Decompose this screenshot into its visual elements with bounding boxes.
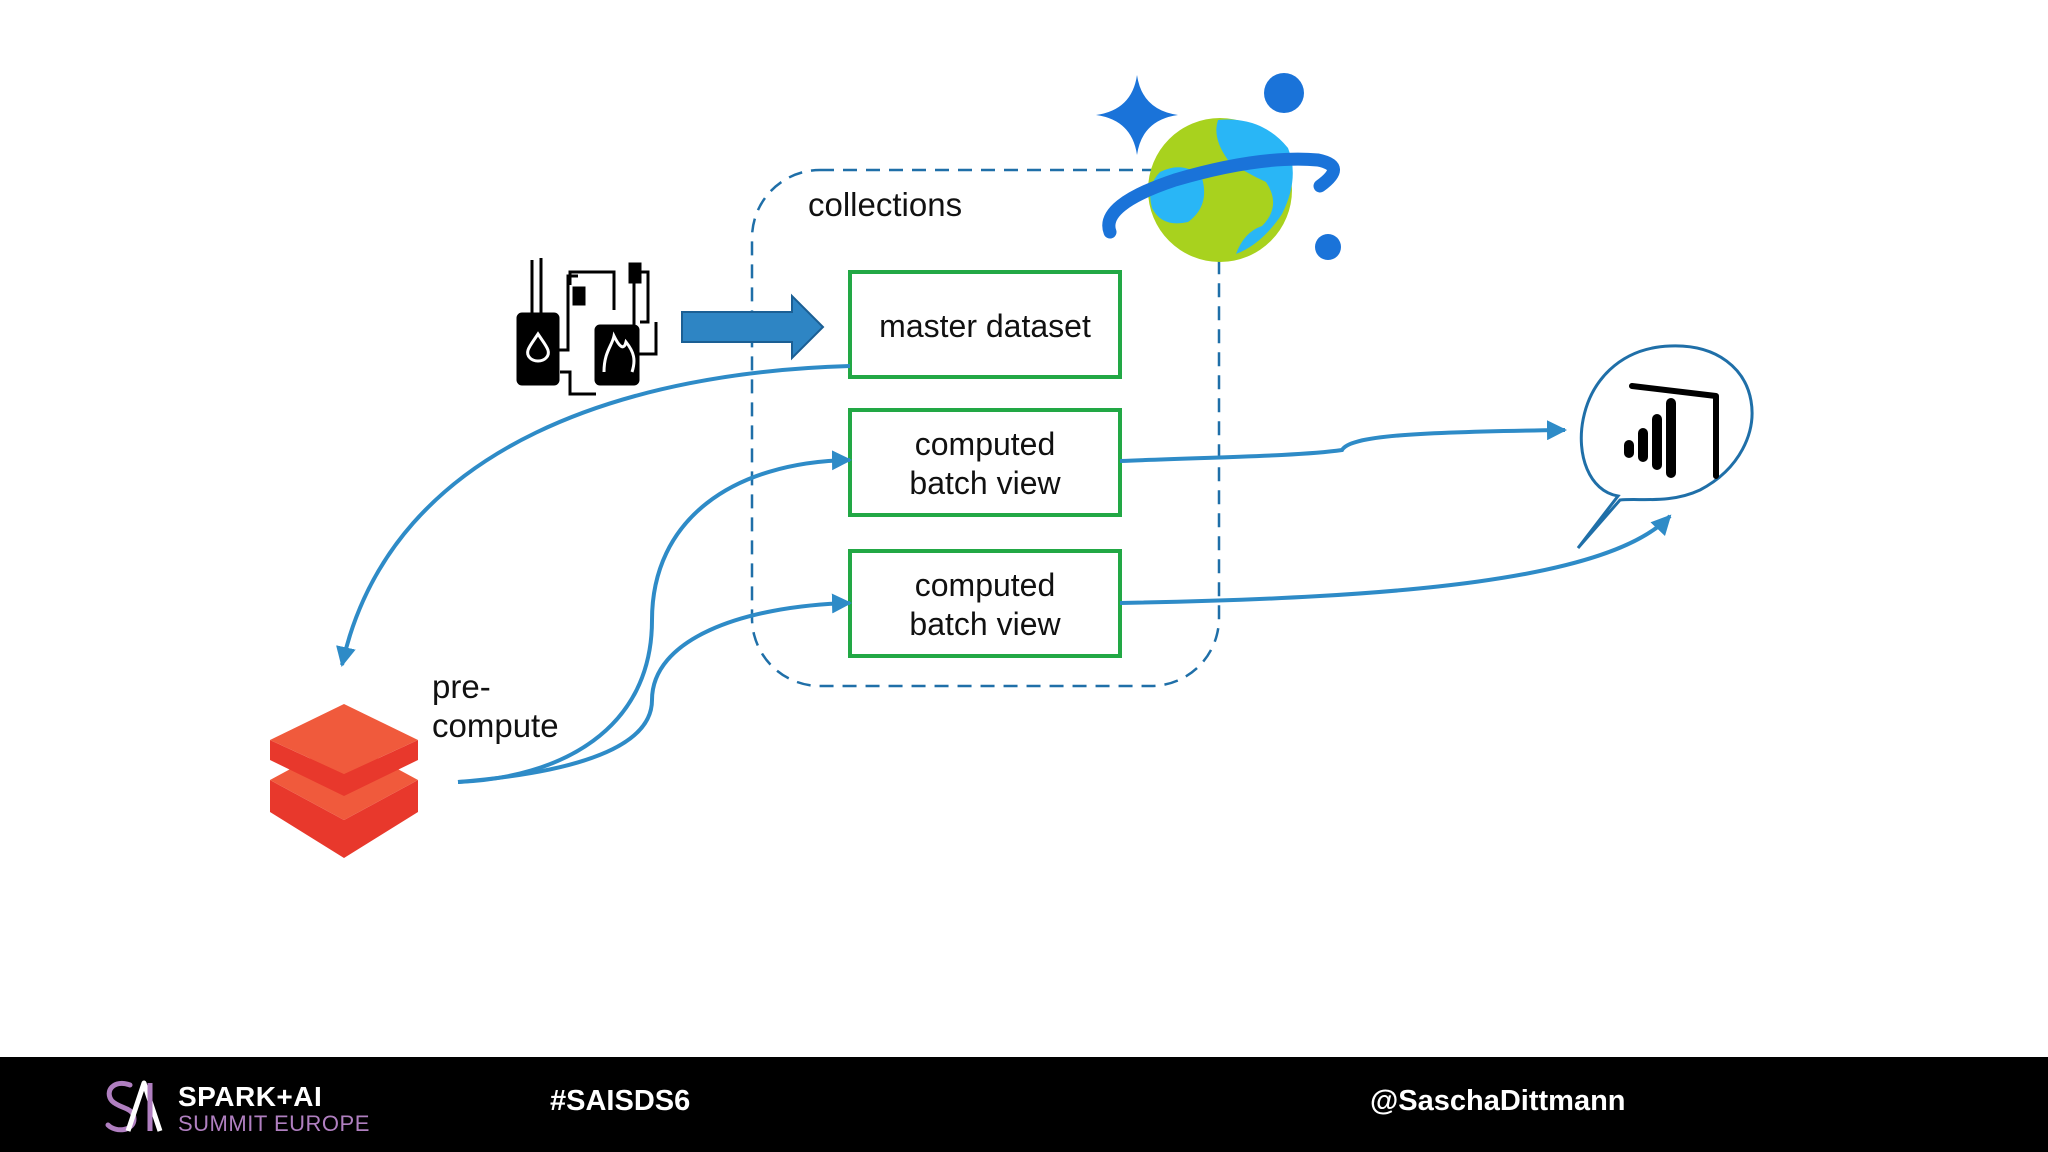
cosmos-db-icon <box>1096 73 1341 262</box>
brand-line2: SUMMIT EUROPE <box>178 1111 370 1136</box>
computed-batch-view-box-2 <box>848 549 1122 658</box>
spark-ai-logo: SPARK+AI SUMMIT EUROPE <box>100 1075 390 1137</box>
footer-bar: SPARK+AI SUMMIT EUROPE #SAISDS6 @SaschaD… <box>0 1057 2048 1152</box>
master-dataset-box <box>848 270 1122 379</box>
batch-view-2-line1: computed <box>915 567 1056 603</box>
precompute-label-line1: pre- <box>432 668 491 705</box>
speaker-handle: @SaschaDittmann <box>1370 1085 1626 1117</box>
databricks-to-view2-arrow <box>457 593 852 784</box>
batch-view-1-line1: computed <box>915 426 1056 462</box>
collections-container <box>750 168 1221 688</box>
power-bi-icon <box>1624 383 1719 479</box>
iot-devices-icon <box>516 258 658 396</box>
databricks-to-view1-arrow <box>457 450 852 784</box>
precompute-label-line2: compute <box>432 707 559 744</box>
batch-view-1-line2: batch view <box>909 465 1061 501</box>
batch-view-2-line2: batch view <box>909 606 1061 642</box>
slide: collections master dataset computed batc… <box>270 73 1754 858</box>
master-dataset-label: master dataset <box>879 308 1091 344</box>
spark-ai-logo-icon <box>105 1080 163 1133</box>
collections-label: collections <box>808 186 962 223</box>
ingest-arrow <box>681 293 825 361</box>
power-bi-bubble <box>1576 344 1754 549</box>
view2-to-powerbi-arrow <box>1119 514 1672 605</box>
event-hashtag: #SAISDS6 <box>550 1085 691 1117</box>
architecture-diagram: collections master dataset computed batc… <box>270 73 1754 858</box>
view1-to-powerbi-arrow <box>1119 420 1567 463</box>
master-to-databricks-arrow <box>336 364 851 667</box>
databricks-icon <box>270 704 418 858</box>
brand-line1: SPARK+AI <box>178 1081 323 1112</box>
